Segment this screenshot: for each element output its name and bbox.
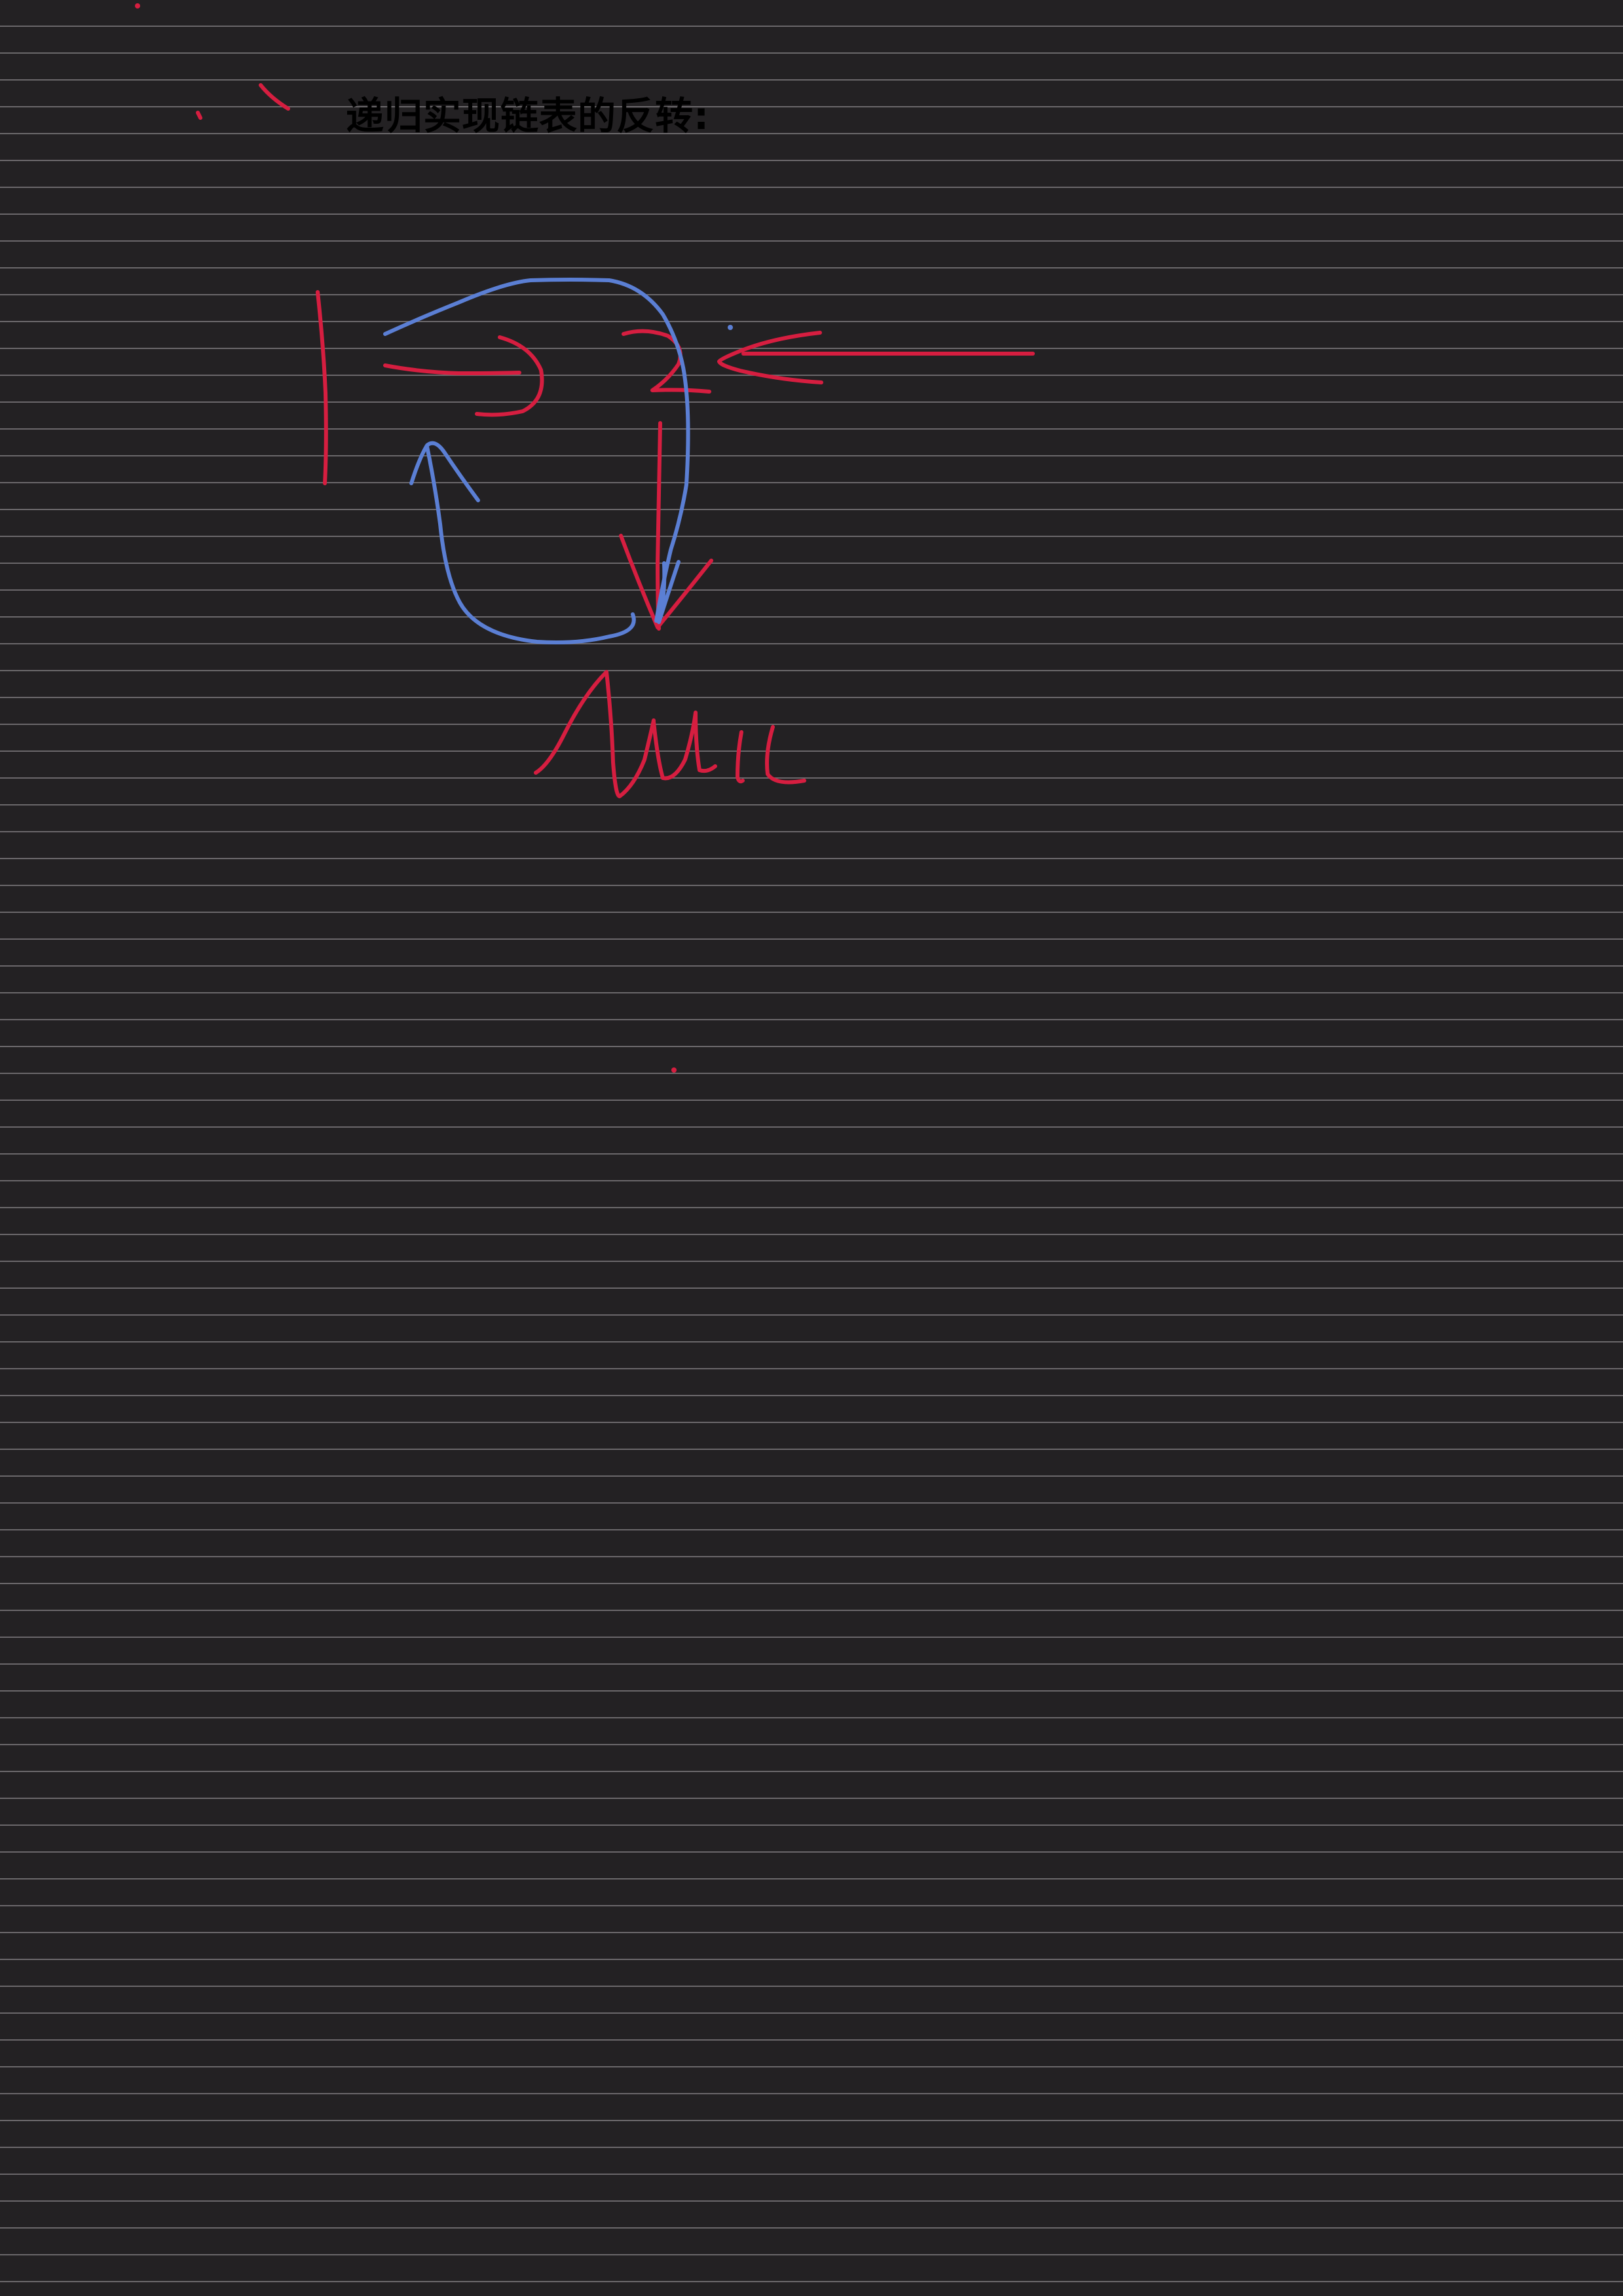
stray-stroke (259, 83, 290, 111)
null-letter-u (652, 711, 717, 781)
null-handwritten-label (534, 670, 806, 798)
node-2-glyph (622, 329, 711, 394)
arrow-shaft (383, 363, 521, 375)
blue-arc-over (383, 278, 690, 623)
stray-dot (135, 3, 140, 9)
stray-dot (728, 325, 733, 330)
node-1-glyph (316, 290, 328, 485)
stray-marks (135, 3, 733, 1073)
arrow-head (475, 335, 544, 417)
blue-arc-over-head (657, 560, 681, 624)
head-pointer-arrow (717, 331, 1035, 384)
arrow-node1-to-node2 (383, 335, 544, 417)
stray-dot (671, 1067, 677, 1073)
null-letter-l2 (765, 725, 806, 785)
stray-tick (196, 111, 202, 120)
note-heading: 递归实现链表的反转: (346, 94, 710, 138)
arrow-head (619, 534, 713, 629)
null-letter-n (534, 670, 656, 798)
blue-return-arrow (425, 445, 636, 644)
null-letter-l1 (736, 730, 745, 784)
arrow-head (717, 331, 823, 384)
blue-return-arrow-head (409, 441, 480, 502)
